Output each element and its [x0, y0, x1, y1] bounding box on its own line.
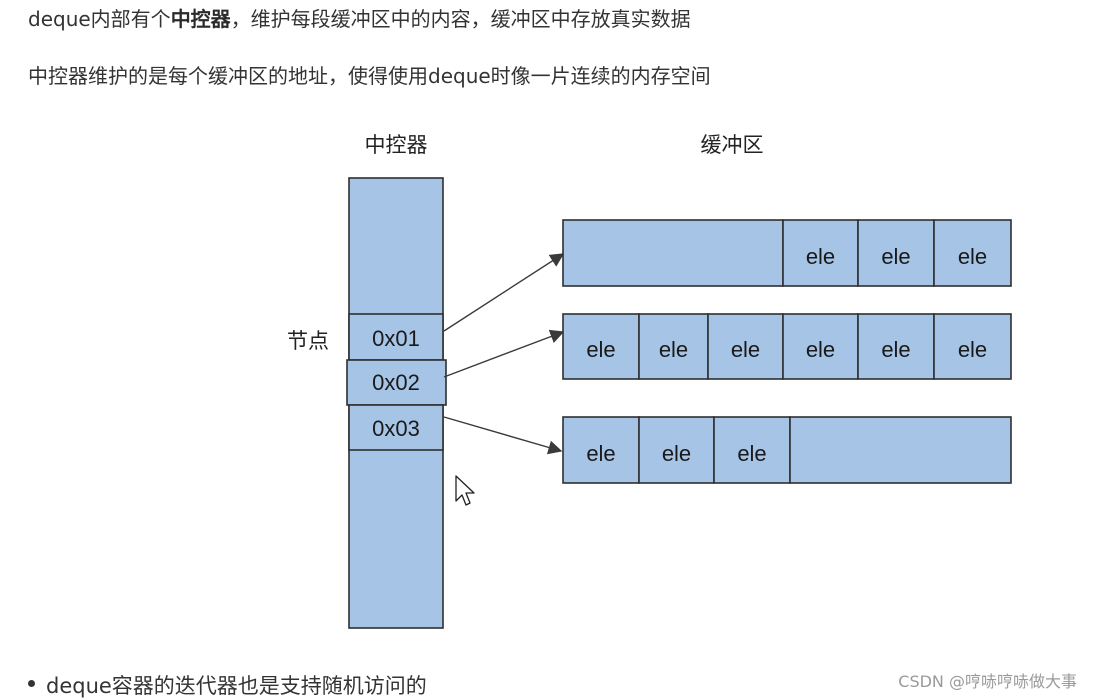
- intro-line-2: 中控器维护的是每个缓冲区的地址，使得使用deque时像一片连续的内存空间: [28, 64, 711, 88]
- bullet-text: deque容器的迭代器也是支持随机访问的: [46, 674, 427, 698]
- buffer-2-cell-3-label: ele: [731, 337, 760, 362]
- buffer-1-cell-1: [782, 219, 859, 287]
- buffer-3-cell-2: [638, 416, 715, 484]
- buffer-1-cell-1-label: ele: [806, 244, 835, 269]
- controller-address-1: 0x01: [372, 326, 420, 351]
- buffer-title: 缓冲区: [701, 133, 764, 157]
- controller-column: 0x01 0x02 0x03: [346, 177, 447, 629]
- buffer-row-3: ele ele ele: [562, 416, 1012, 484]
- intro-line-1-part-1: deque内部有个: [28, 7, 171, 31]
- node-label: 节点: [287, 329, 329, 353]
- buffer-2-cell-4-label: ele: [806, 337, 835, 362]
- buffer-2-cell-6: [933, 313, 1012, 380]
- buffer-3-cell-3-label: ele: [737, 441, 766, 466]
- watermark: CSDN @哼哧哼哧做大事: [898, 672, 1077, 691]
- buffer-3-cell-1-label: ele: [586, 441, 615, 466]
- controller-address-2: 0x02: [372, 370, 420, 395]
- buffer-2-cell-2-label: ele: [659, 337, 688, 362]
- pointer-arrow-1: [443, 253, 565, 332]
- bullet-item: deque容器的迭代器也是支持随机访问的: [28, 670, 427, 700]
- pointer-arrow-2: [443, 329, 565, 378]
- buffer-1-cell-3-label: ele: [958, 244, 987, 269]
- controller-title: 中控器: [365, 133, 428, 157]
- intro-line-1-part-2: ，维护每段缓冲区中的内容，缓冲区中存放真实数据: [230, 7, 691, 31]
- buffer-2-cell-4: [782, 313, 859, 380]
- bullet-dot: [28, 680, 35, 687]
- buffer-2-cell-2: [638, 313, 709, 380]
- controller-address-3: 0x03: [372, 416, 420, 441]
- buffer-3-cell-1: [562, 416, 640, 484]
- buffer-row-1: ele ele ele: [562, 219, 1012, 287]
- buffer-2-cell-1-label: ele: [586, 337, 615, 362]
- pointer-arrow-3: [443, 416, 563, 455]
- buffer-2-cell-5-label: ele: [881, 337, 910, 362]
- buffer-1-cell-3: [933, 219, 1012, 287]
- controller-slot-1: [348, 313, 444, 361]
- intro-line-1-strong: 中控器: [170, 7, 231, 31]
- buffer-1-cell-2-label: ele: [881, 244, 910, 269]
- buffer-3-cell-2-label: ele: [662, 441, 691, 466]
- buffer-2-cell-6-label: ele: [958, 337, 987, 362]
- buffer-1-cell-empty: [562, 219, 784, 287]
- buffer-3-cell-3: [713, 416, 791, 484]
- intro-line-1: deque内部有个中控器，维护每段缓冲区中的内容，缓冲区中存放真实数据: [28, 3, 691, 32]
- mouse-cursor-icon: [455, 475, 475, 506]
- controller-slot-3: [348, 404, 444, 451]
- buffer-2-cell-3: [707, 313, 784, 380]
- buffer-3-cell-empty: [789, 416, 1012, 484]
- buffer-row-2: ele ele ele ele ele ele: [562, 313, 1012, 380]
- buffer-1-cell-2: [857, 219, 935, 287]
